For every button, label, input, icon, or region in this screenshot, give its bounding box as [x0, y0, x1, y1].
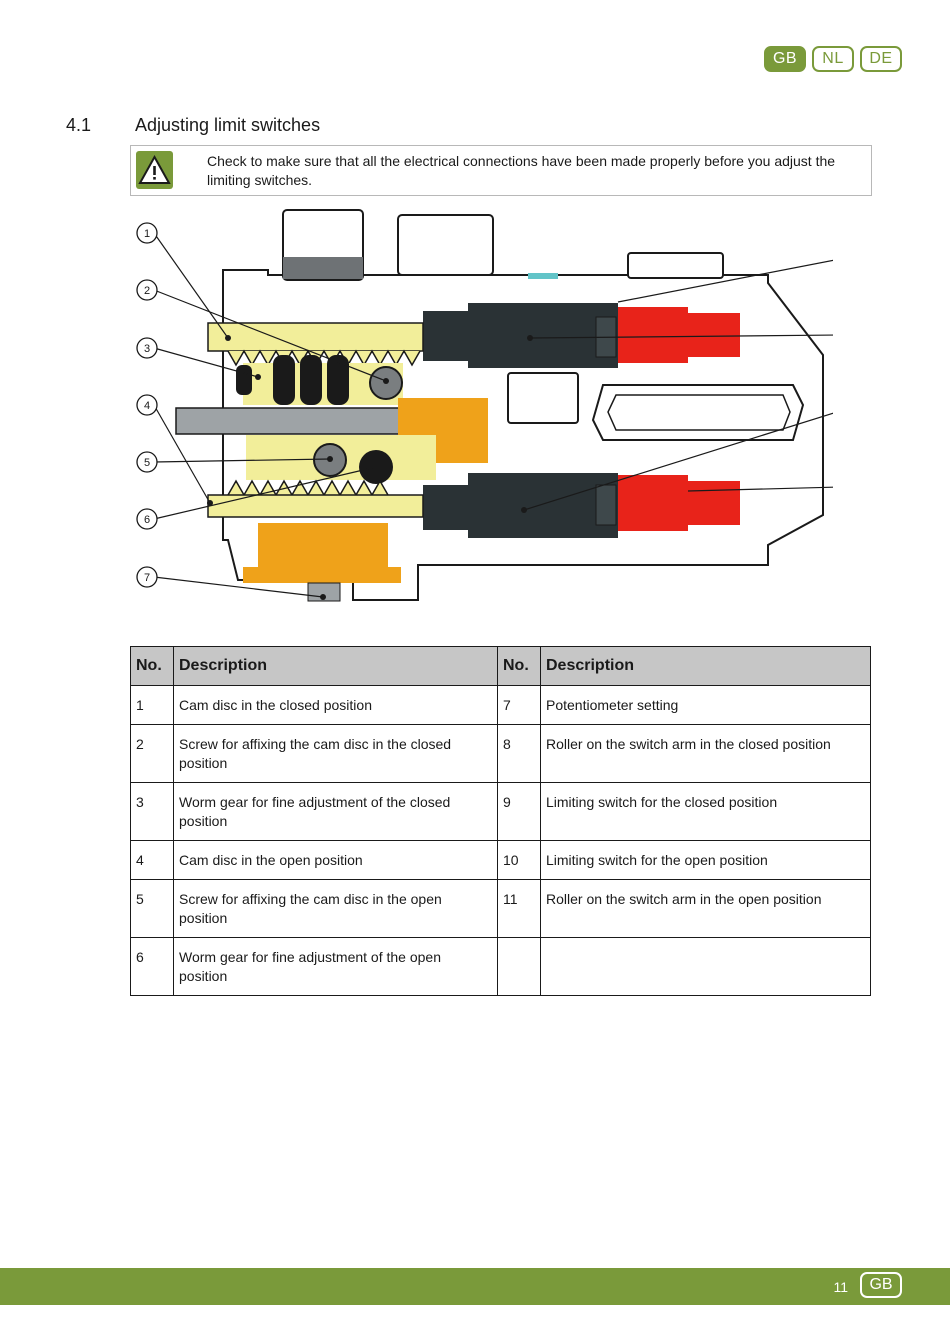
- potentiometer: [243, 523, 401, 602]
- item-number: 9: [497, 782, 541, 841]
- legend-table: No. Description No. Description 1 Cam di…: [130, 646, 871, 996]
- table-row: 4 Cam disc in the open position 10 Limit…: [130, 840, 871, 880]
- item-number: [497, 937, 541, 996]
- item-number: 11: [497, 879, 541, 938]
- language-selector: GB NL DE: [764, 46, 902, 72]
- worm-gear-closed: [236, 355, 403, 405]
- callout-3-marker: [136, 337, 158, 359]
- item-number: 3: [130, 782, 174, 841]
- item-number: 2: [130, 724, 174, 783]
- cover-shading: [283, 257, 558, 279]
- item-description: Worm gear for fine adjustment of the ope…: [173, 937, 498, 996]
- main-gear: [175, 398, 488, 463]
- callout-4-marker: [136, 394, 158, 416]
- callout-1: 1: [144, 228, 150, 240]
- footer-bar: 11 GB: [0, 1268, 950, 1305]
- item-description: Cam disc in the open position: [173, 840, 498, 880]
- callout-6-marker: [136, 508, 158, 530]
- item-number: 4: [130, 840, 174, 880]
- header-description: Description: [540, 646, 871, 686]
- leader-lines: [153, 232, 833, 598]
- leader-dots: [207, 335, 533, 600]
- header-no: No.: [130, 646, 174, 686]
- item-description: Screw for affixing the cam disc in the c…: [173, 724, 498, 783]
- item-description: Worm gear for fine adjustment of the clo…: [173, 782, 498, 841]
- item-description: Potentiometer setting: [540, 685, 871, 725]
- limit-switch-diagram: 1 2 3 4 5 6 7 8 9 10 11: [136, 209, 833, 602]
- page-number: 11: [833, 1279, 848, 1295]
- item-description: Screw for affixing the cam disc in the o…: [173, 879, 498, 938]
- item-number: 6: [130, 937, 174, 996]
- table-row: 6 Worm gear for fine adjustment of the o…: [130, 937, 871, 996]
- callout-2: 2: [144, 285, 150, 297]
- warning-notice: Check to make sure that all the electric…: [130, 145, 872, 196]
- footer-language-tab: GB: [860, 1272, 902, 1298]
- item-number: 7: [497, 685, 541, 725]
- warning-text: Check to make sure that all the electric…: [207, 153, 836, 188]
- item-description: Limiting switch for the closed position: [540, 782, 871, 841]
- callout-5: 5: [144, 457, 150, 469]
- language-tab-nl[interactable]: NL: [812, 46, 854, 72]
- item-number: 8: [497, 724, 541, 783]
- switch-closed: [423, 303, 740, 368]
- cam-disc-open: [207, 435, 436, 518]
- switch-open: [423, 473, 740, 538]
- callout-5-marker: [136, 451, 158, 473]
- item-description: Roller on the switch arm in the closed p…: [540, 724, 871, 783]
- header-no: No.: [497, 646, 541, 686]
- header-description: Description: [173, 646, 498, 686]
- callout-3: 3: [144, 343, 150, 355]
- item-description: Cam disc in the closed position: [173, 685, 498, 725]
- table-row: 1 Cam disc in the closed position 7 Pote…: [130, 685, 871, 725]
- section-title: Adjusting limit switches: [135, 115, 321, 135]
- callout-4: 4: [144, 400, 150, 412]
- callout-2-marker: [136, 279, 158, 301]
- item-number: 5: [130, 879, 174, 938]
- language-tab-de[interactable]: DE: [860, 46, 902, 72]
- item-number: 1: [130, 685, 174, 725]
- callout-markers: [136, 222, 158, 588]
- item-number: 10: [497, 840, 541, 880]
- callout-7-marker: [136, 566, 158, 588]
- language-tab-gb[interactable]: GB: [764, 46, 806, 72]
- cam-disc-closed: [207, 322, 424, 367]
- table-row: 5 Screw for affixing the cam disc in the…: [130, 879, 871, 938]
- table-row: 3 Worm gear for fine adjustment of the c…: [130, 782, 871, 841]
- item-description: [540, 937, 871, 996]
- section-number: 4.1: [66, 115, 92, 135]
- warning-triangle-icon: [136, 151, 173, 189]
- item-description: Limiting switch for the open position: [540, 840, 871, 880]
- table-row: 2 Screw for affixing the cam disc in the…: [130, 724, 871, 783]
- callout-7: 7: [144, 572, 150, 584]
- legend-header-row: No. Description No. Description: [130, 646, 871, 686]
- item-description: Roller on the switch arm in the open pos…: [540, 879, 871, 938]
- callout-1-marker: [136, 222, 158, 244]
- callout-6: 6: [144, 514, 150, 526]
